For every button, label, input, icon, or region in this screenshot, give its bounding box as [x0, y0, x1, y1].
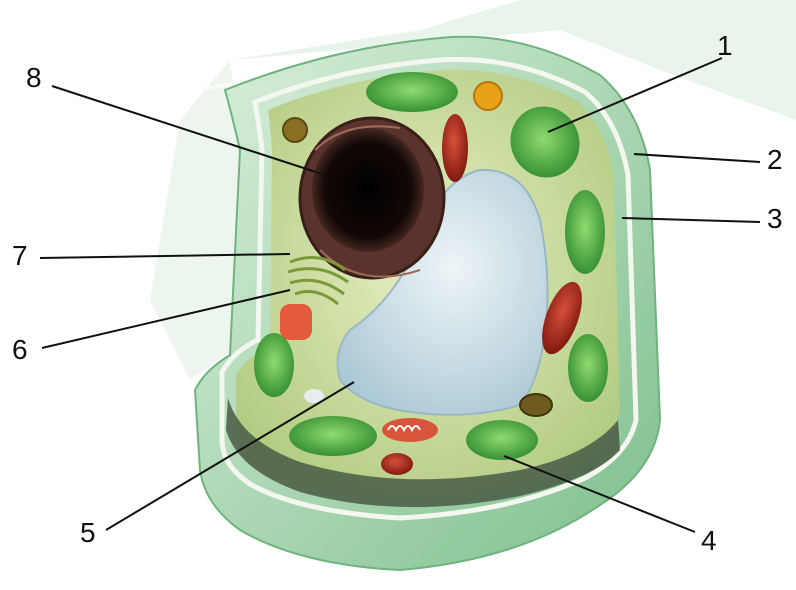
label-1: 1 [717, 32, 733, 60]
label-3: 3 [767, 205, 783, 233]
organelle-yellow [474, 82, 502, 110]
label-2: 2 [767, 146, 783, 174]
label-8: 8 [26, 64, 42, 92]
organelle-dark [520, 394, 552, 416]
label-4: 4 [701, 527, 717, 555]
label-7: 7 [12, 242, 28, 270]
label-5: 5 [80, 519, 96, 547]
nucleus [300, 118, 444, 278]
organelle-brown [283, 118, 307, 142]
label-6: 6 [12, 336, 28, 364]
leader-line-2 [634, 154, 760, 162]
